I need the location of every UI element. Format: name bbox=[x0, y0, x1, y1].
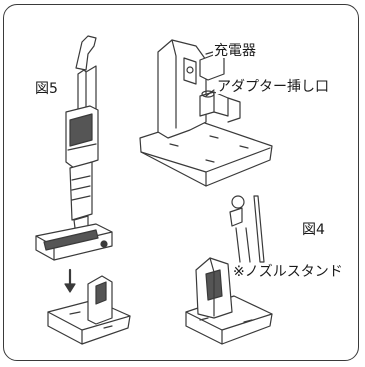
charger-label: 充電器 bbox=[213, 43, 257, 59]
adapter-slot-label: アダプター挿し口 bbox=[216, 79, 330, 95]
nozzle-stand-illustration bbox=[185, 195, 273, 345]
figure4-label: 図4 bbox=[301, 222, 326, 238]
figure5-label: 図5 bbox=[34, 81, 59, 97]
charger-base-illustration bbox=[139, 39, 273, 187]
figure-frame bbox=[3, 4, 359, 361]
nozzle-stand-label: ※ノズルスタンド bbox=[232, 264, 344, 280]
vacuum-cleaner-illustration bbox=[35, 35, 131, 345]
